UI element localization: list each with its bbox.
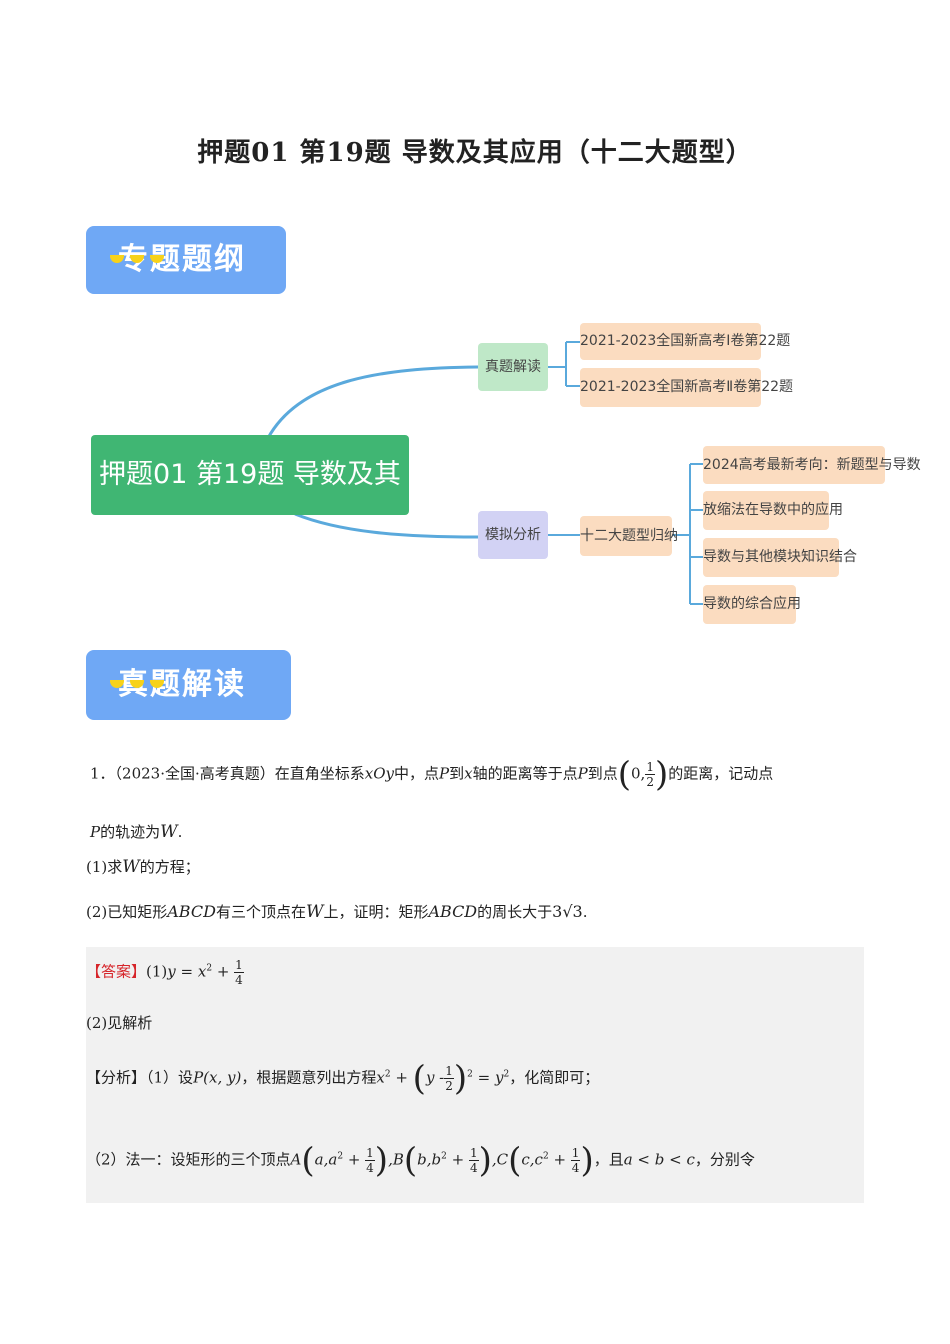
- section-banner-real: 真题解读: [86, 650, 291, 720]
- question-line-2: P的轨迹为W.: [90, 822, 183, 842]
- mindmap-item: 2021-2023全国新高考Ⅱ卷第22题: [580, 368, 793, 407]
- mindmap-item: 导数的综合应用: [703, 585, 801, 624]
- question-part-1: (1)求W的方程；: [86, 857, 200, 877]
- answer-line-2: (2)见解析: [86, 1014, 153, 1032]
- mindmap-item: 2024高考最新考向：新题型与导数: [703, 446, 921, 484]
- mindmap-branch-sim: 模拟分析: [478, 511, 548, 559]
- section-banner-outline: 专题题纲: [86, 226, 286, 294]
- mindmap-item: 放缩法在导数中的应用: [703, 491, 843, 530]
- mindmap-root: 押题01 第19题 导数及其应用: [91, 435, 409, 570]
- page-title: 押题01 第19题 导数及其应用（十二大题型）: [197, 138, 753, 168]
- question-part-2: (2)已知矩形ABCD有三个顶点在W上，证明：矩形ABCD的周长大于3√3.: [86, 902, 588, 922]
- banner-decoration: [110, 220, 170, 288]
- answer-label: 【答案】: [86, 962, 147, 981]
- mindmap-item: 2021-2023全国新高考Ⅰ卷第22题: [580, 323, 790, 360]
- banner-decoration: [110, 644, 170, 714]
- mindmap-item: 导数与其他模块知识结合: [703, 538, 857, 577]
- question-line-1: 1．（2023·全国·高考真题）在直角坐标系xOy中，点P到x轴的距离等于点P到…: [90, 754, 774, 795]
- mindmap-branch-real: 真题解读: [478, 343, 548, 391]
- mindmap-connectors: [266, 341, 703, 605]
- mindmap-subnode: 十二大题型归纳: [580, 516, 678, 556]
